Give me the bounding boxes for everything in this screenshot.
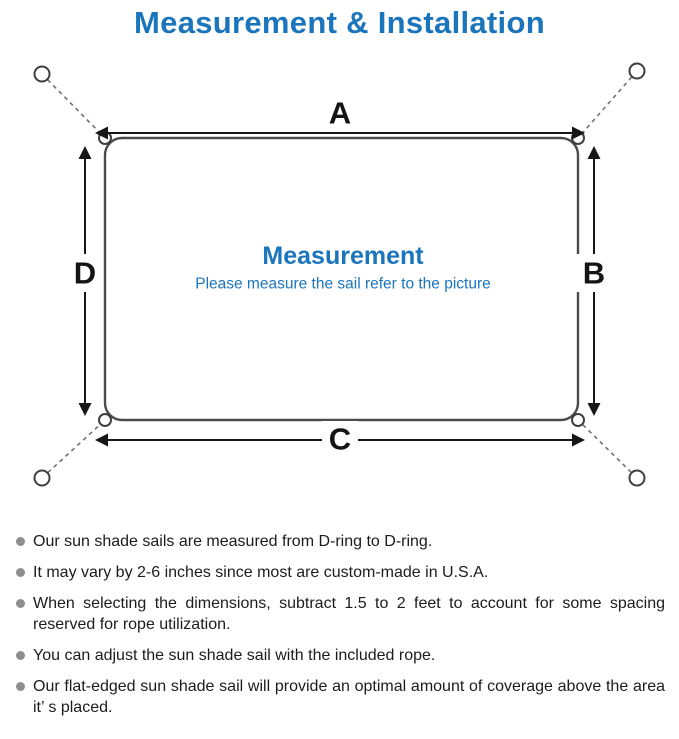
rope-line-top-right	[577, 70, 638, 139]
rope-line-bottom-right	[577, 419, 638, 479]
bullet-icon	[16, 682, 25, 691]
anchor-ring-top-left	[33, 65, 51, 83]
note-item: You can adjust the sun shade sail with t…	[16, 645, 669, 666]
note-item: Our flat-edged sun shade sail will provi…	[16, 676, 669, 718]
d-ring-bottom-left	[98, 413, 112, 427]
bullet-icon	[16, 651, 25, 660]
bullet-icon	[16, 537, 25, 546]
note-text: Our sun shade sails are measured from D-…	[33, 533, 433, 550]
corner-ropes	[41, 70, 638, 479]
dimension-label-d: D	[74, 256, 96, 291]
measurement-diagram: A B C D Measurement Please measure the s…	[33, 62, 646, 487]
bullet-icon	[16, 599, 25, 608]
sail-center-title: Measurement	[262, 242, 424, 270]
dimension-label-c: C	[329, 422, 351, 457]
sail-center-subtitle: Please measure the sail refer to the pic…	[195, 276, 491, 293]
rope-line-top-left	[41, 73, 106, 139]
page-title: Measurement & Installation	[134, 5, 545, 40]
notes-list: Our sun shade sails are measured from D-…	[0, 531, 679, 718]
note-text: It may vary by 2-6 inches since most are…	[33, 564, 489, 581]
label-b-backdrop	[576, 254, 612, 292]
bullet-icon	[16, 568, 25, 577]
note-item: It may vary by 2-6 inches since most are…	[16, 562, 669, 583]
anchor-ring-bottom-left	[33, 469, 51, 487]
anchor-ring-bottom-right	[628, 469, 646, 487]
dimension-label-a: A	[329, 96, 351, 131]
anchor-ring-top-right	[628, 62, 646, 80]
note-item: When selecting the dimensions, subtract …	[16, 593, 669, 635]
note-text: You can adjust the sun shade sail with t…	[33, 647, 436, 664]
note-text: When selecting the dimensions, subtract …	[33, 595, 665, 633]
rope-line-bottom-left	[41, 419, 106, 479]
label-d-backdrop	[67, 254, 103, 292]
label-c-backdrop	[322, 421, 358, 459]
dimension-arrow-top	[95, 126, 585, 140]
dimension-label-b: B	[583, 256, 605, 291]
note-text: Our flat-edged sun shade sail will provi…	[33, 678, 665, 716]
note-item: Our sun shade sails are measured from D-…	[16, 531, 669, 552]
d-ring-bottom-right	[571, 413, 585, 427]
